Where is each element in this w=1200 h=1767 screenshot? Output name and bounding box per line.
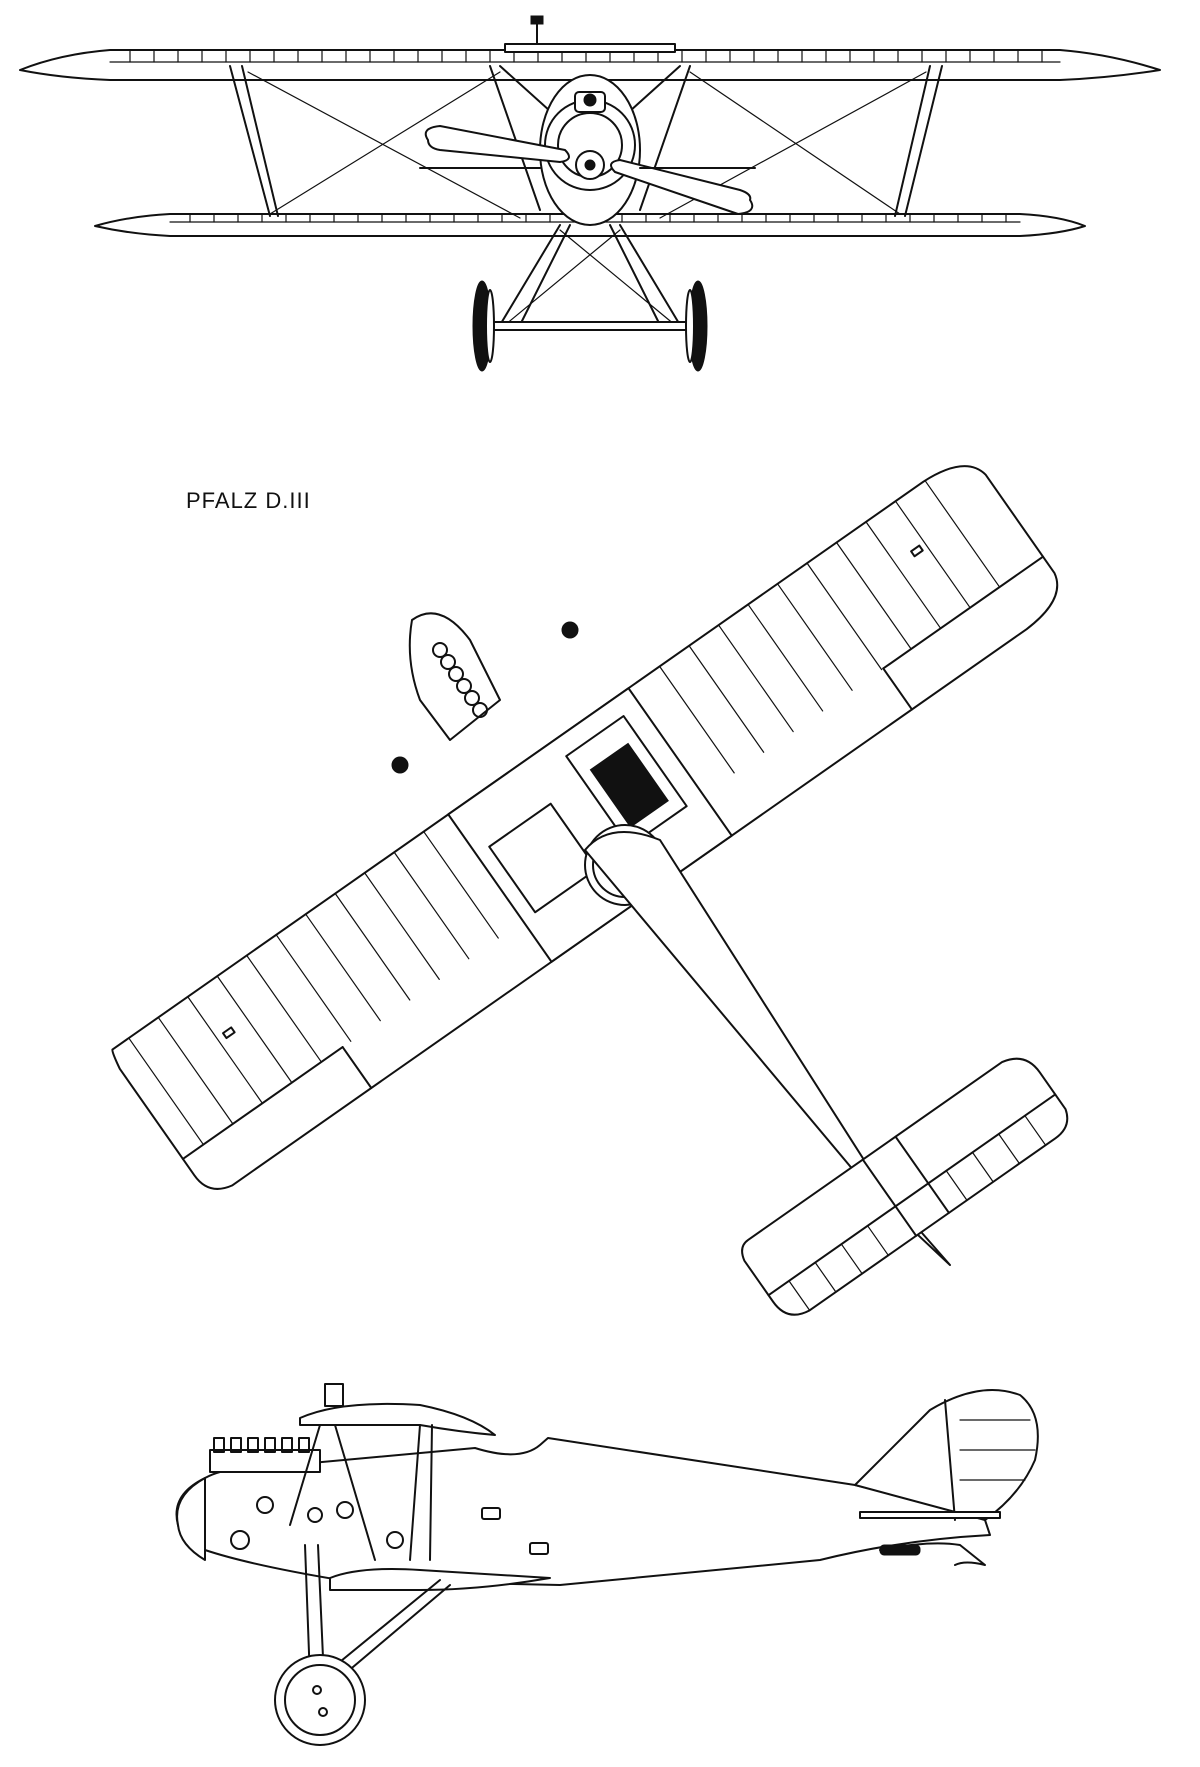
top-wing-ribs <box>128 479 1001 1146</box>
side-tailplane <box>859 1511 1001 1519</box>
front-propeller <box>424 125 754 215</box>
top-cutout <box>488 802 598 914</box>
front-axle <box>489 321 691 331</box>
drawing-title: PFALZ D.III <box>186 488 311 513</box>
top-tailplane-ribs <box>788 1115 1047 1311</box>
front-view <box>19 15 1161 372</box>
side-wheel <box>274 1654 366 1746</box>
front-lower-wing-ribs <box>189 213 1007 223</box>
side-view <box>175 1383 1039 1746</box>
side-tail-fin <box>854 1389 1039 1521</box>
side-upper-wing <box>299 1402 496 1436</box>
top-engine <box>391 612 579 774</box>
top-view <box>111 465 1069 1316</box>
top-tailplane <box>741 1057 1069 1316</box>
front-upper-wing <box>19 49 1161 81</box>
